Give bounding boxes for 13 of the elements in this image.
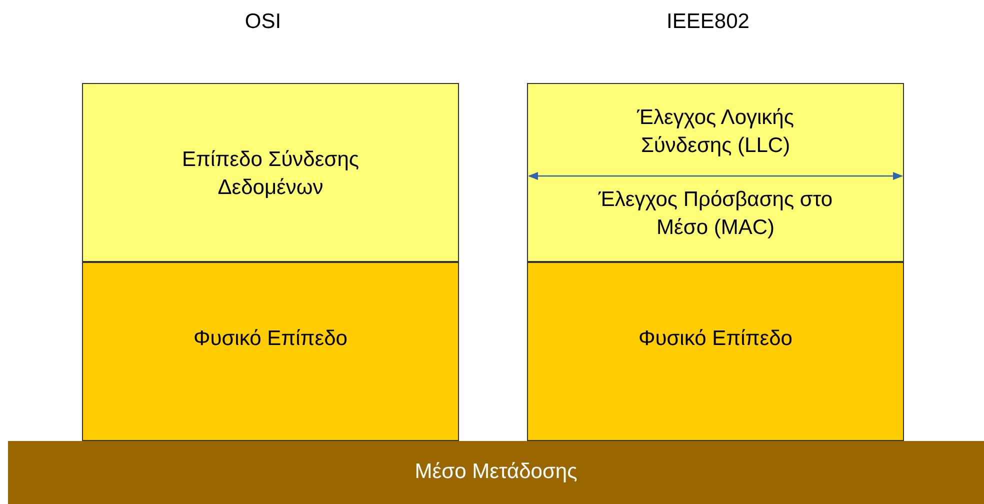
layer-box (82, 83, 459, 262)
medium-bar (8, 441, 984, 504)
layer-box (527, 83, 904, 262)
layer-box (527, 262, 904, 441)
layer-label: Έλεγχος Πρόσβασης στο Μέσο (MAC) (597, 187, 834, 241)
column-heading: IEEE802 (666, 10, 750, 34)
column-heading: OSI (244, 10, 282, 34)
layer-label: Έλεγχος Λογικής Σύνδεσης (LLC) (636, 105, 795, 159)
layer-box (82, 262, 459, 441)
layer-label: Φυσικό Επίπεδο (637, 326, 794, 352)
layer-label: Φυσικό Επίπεδο (192, 326, 348, 352)
layer-label: Επίπεδο Σύνδεσης Δεδομένων (181, 147, 360, 201)
layer-label: Μέσο Μετάδοσης (414, 459, 578, 485)
